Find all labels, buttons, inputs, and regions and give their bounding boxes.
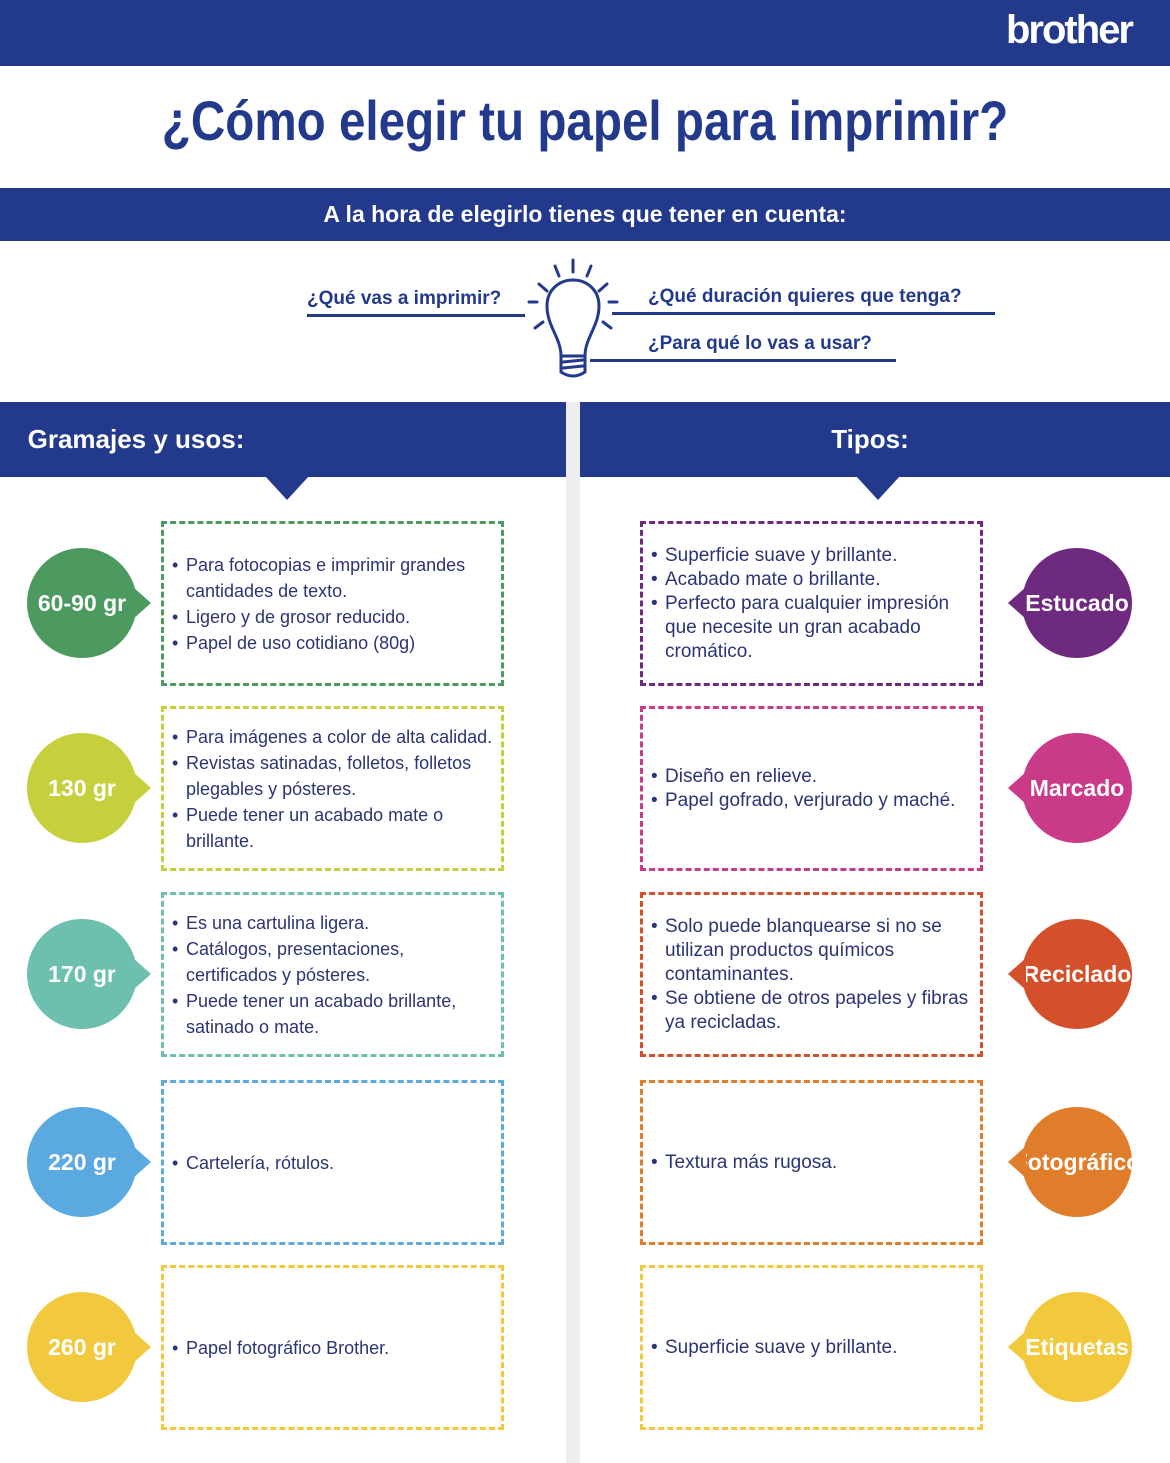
badge-label: Reciclado bbox=[1022, 960, 1132, 987]
badge-label: Etiquetas bbox=[1025, 1333, 1129, 1360]
bullet-item: Ligero y de grosor reducido. bbox=[172, 604, 495, 630]
tipo-description-box: Diseño en relieve.Papel gofrado, verjura… bbox=[640, 706, 983, 871]
tipo-badge: Fotográfico bbox=[1008, 1107, 1140, 1217]
page-title: ¿Cómo elegir tu papel para imprimir? bbox=[161, 89, 1009, 152]
bullet-item: Revistas satinadas, folletos, folletos p… bbox=[172, 750, 495, 802]
bullet-list: Cartelería, rótulos. bbox=[172, 1150, 334, 1176]
bullet-list: Solo puede blanquearse si no se utilizan… bbox=[651, 915, 974, 1035]
badge-label: 260 gr bbox=[48, 1333, 116, 1360]
tipo-description-box: Superficie suave y brillante. bbox=[640, 1265, 983, 1430]
bullet-list: Para fotocopias e imprimir grandes canti… bbox=[172, 552, 495, 656]
badge-label: 220 gr bbox=[48, 1148, 116, 1175]
gramaje-description-box: Para imágenes a color de alta calidad.Re… bbox=[161, 706, 504, 871]
bullet-item: Diseño en relieve. bbox=[651, 765, 955, 789]
tipo-description-box: Textura más rugosa. bbox=[640, 1080, 983, 1245]
tipo-badge: Etiquetas bbox=[1008, 1292, 1132, 1402]
bullet-item: Papel gofrado, verjurado y maché. bbox=[651, 789, 955, 813]
gramaje-badge: 60-90 gr bbox=[27, 548, 151, 658]
badge-label: Fotográfico bbox=[1013, 1148, 1141, 1175]
bullet-item: Puede tener un acabado mate o brillante. bbox=[172, 802, 495, 854]
bullet-list: Es una cartulina ligera.Catálogos, prese… bbox=[172, 910, 495, 1040]
tipo-badge: Estucado bbox=[1008, 548, 1132, 658]
brand-logo: brother bbox=[1006, 8, 1134, 52]
gramaje-description-box: Papel fotográfico Brother. bbox=[161, 1265, 504, 1430]
gramaje-description-box: Es una cartulina ligera.Catálogos, prese… bbox=[161, 892, 504, 1057]
tipo-description-box: Superficie suave y brillante.Acabado mat… bbox=[640, 521, 983, 686]
bullet-item: Es una cartulina ligera. bbox=[172, 910, 495, 936]
bullet-item: Para fotocopias e imprimir grandes canti… bbox=[172, 552, 495, 604]
badge-label: 170 gr bbox=[48, 960, 116, 987]
lightbulb-icon bbox=[527, 258, 619, 378]
badge-label: Estucado bbox=[1025, 589, 1129, 616]
gramaje-description-box: Para fotocopias e imprimir grandes canti… bbox=[161, 521, 504, 686]
bullet-item: Se obtiene de otros papeles y fibras ya … bbox=[651, 987, 974, 1035]
bullet-list: Papel fotográfico Brother. bbox=[172, 1335, 389, 1361]
tipo-badge: Marcado bbox=[1008, 733, 1132, 843]
question-what-print: ¿Qué vas a imprimir? bbox=[307, 288, 525, 317]
bullet-item: Superficie suave y brillante. bbox=[651, 544, 974, 568]
bullet-item: Superficie suave y brillante. bbox=[651, 1336, 897, 1360]
tipos-header: Tipos: bbox=[580, 402, 1170, 477]
bullet-list: Textura más rugosa. bbox=[651, 1151, 837, 1175]
badge-label: 60-90 gr bbox=[37, 589, 127, 616]
badge-label: Marcado bbox=[1029, 774, 1125, 801]
bullet-item: Cartelería, rótulos. bbox=[172, 1150, 334, 1176]
bullet-item: Puede tener un acabado brillante, satina… bbox=[172, 988, 495, 1040]
column-divider bbox=[566, 402, 580, 1463]
bullet-item: Solo puede blanquearse si no se utilizan… bbox=[651, 915, 974, 987]
gramaje-badge: 260 gr bbox=[27, 1292, 151, 1402]
bullet-item: Acabado mate o brillante. bbox=[651, 568, 974, 592]
tipo-description-box: Solo puede blanquearse si no se utilizan… bbox=[640, 892, 983, 1057]
bullet-item: Papel fotográfico Brother. bbox=[172, 1335, 389, 1361]
gramaje-badge: 170 gr bbox=[27, 919, 151, 1029]
bullet-list: Superficie suave y brillante.Acabado mat… bbox=[651, 544, 974, 664]
gramaje-badge: 130 gr bbox=[27, 733, 151, 843]
bullet-item: Textura más rugosa. bbox=[651, 1151, 837, 1175]
bullet-item: Papel de uso cotidiano (80g) bbox=[172, 630, 495, 656]
bullet-list: Para imágenes a color de alta calidad.Re… bbox=[172, 724, 495, 854]
bullet-item: Catálogos, presentaciones, certificados … bbox=[172, 936, 495, 988]
tipos-pointer bbox=[856, 476, 900, 500]
bullet-list: Superficie suave y brillante. bbox=[651, 1336, 897, 1360]
question-usage: ¿Para qué lo vas a usar? bbox=[590, 333, 896, 362]
bullet-item: Para imágenes a color de alta calidad. bbox=[172, 724, 495, 750]
gramaje-badge: 220 gr bbox=[27, 1107, 151, 1217]
badge-label: 130 gr bbox=[48, 774, 116, 801]
header-bar: brother bbox=[0, 0, 1170, 66]
question-duration: ¿Qué duración quieres que tenga? bbox=[612, 286, 995, 315]
gramajes-header: Gramajes y usos: bbox=[0, 402, 566, 477]
bullet-item: Perfecto para cualquier impresión que ne… bbox=[651, 592, 974, 664]
tipo-badge: Reciclado bbox=[1008, 919, 1132, 1029]
bullet-list: Diseño en relieve.Papel gofrado, verjura… bbox=[651, 765, 955, 813]
subtitle-bar: A la hora de elegirlo tienes que tener e… bbox=[0, 188, 1170, 241]
gramaje-description-box: Cartelería, rótulos. bbox=[161, 1080, 504, 1245]
gramajes-pointer bbox=[265, 476, 309, 500]
